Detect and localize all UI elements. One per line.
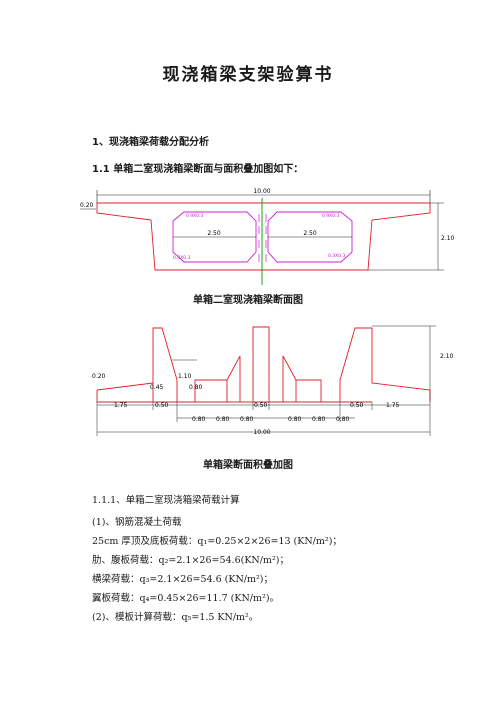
dim-lower: 0.80 xyxy=(312,416,326,423)
dim-flange-edge: 0.20 xyxy=(92,373,106,380)
dim-bottom: 0.50 xyxy=(254,402,268,409)
dim-height: 2.10 xyxy=(441,235,455,242)
dim-top-slab: 0.20 xyxy=(80,202,94,209)
chamfer-label: 0.3X0.3 xyxy=(328,253,346,259)
dim-lower: 0.80 xyxy=(192,416,206,423)
paragraph: 横梁荷载：q₃=2.1×26=54.6 (KN/m²)； xyxy=(92,574,273,585)
section-heading: 1、现浇箱梁荷载分配分析 xyxy=(92,137,209,148)
paragraph: 1.1.1、单箱二室现浇箱梁荷载计算 xyxy=(92,495,240,506)
dim-lower: 0.80 xyxy=(336,416,350,423)
paragraph: (2)、模板计算荷载：q₅=1.5 KN/m²。 xyxy=(92,612,259,623)
dim-bottom: 1.75 xyxy=(386,402,400,409)
paragraph: 翼板荷载：q₄=0.45×26=11.7 (KN/m²)。 xyxy=(92,593,280,604)
paragraph: 肋、腹板荷载：q₂=2.1×26=54.6(KN/m²)； xyxy=(92,555,289,566)
paragraph: (1)、钢筋混凝土荷载 xyxy=(92,517,182,528)
web-hatch xyxy=(258,214,267,262)
box-girder-outline xyxy=(96,202,431,271)
dim-lower: 0.80 xyxy=(288,416,302,423)
left-cell xyxy=(172,211,257,263)
dim-left-cell-width: 2.50 xyxy=(207,230,221,237)
figure-area-superposition: 2.10 1.10 0.20 0.45 0.80 1.75 0.50 0.50 … xyxy=(92,325,454,436)
dim-bottom: 0.50 xyxy=(155,402,169,409)
subsection-heading: 1.1 单箱二室现浇箱梁断面与面积叠加图如下： xyxy=(92,164,304,175)
superposition-outline xyxy=(96,326,431,403)
chamfer-label: 0.3X0.3 xyxy=(173,255,191,261)
chamfer-label: 0.9X0.3 xyxy=(322,213,340,219)
figure-caption: 单箱二室现浇箱梁断面图 xyxy=(193,295,303,306)
dim-lower: 0.80 xyxy=(240,416,254,423)
dim-right-cell-width: 2.50 xyxy=(303,230,317,237)
dim-total-width: 10.00 xyxy=(253,188,270,195)
document-title: 现浇箱梁支架验算书 xyxy=(162,65,334,85)
dim-height: 2.10 xyxy=(440,353,454,360)
dim-0-45: 0.45 xyxy=(150,384,164,391)
figure-caption: 单箱梁断面积叠加图 xyxy=(203,460,293,471)
dim-lower: 0.80 xyxy=(216,416,230,423)
dim-0-80: 0.80 xyxy=(189,384,203,391)
dim-bottom: 0.50 xyxy=(350,402,364,409)
dim-bottom: 1.75 xyxy=(114,402,128,409)
dim-1-10: 1.10 xyxy=(178,373,192,380)
figure-cross-section: 10.00 0.20 2.50 2.50 0.9X0.3 0.9X0.3 0.3… xyxy=(80,188,455,285)
chamfer-label: 0.9X0.3 xyxy=(186,213,204,219)
right-cell xyxy=(267,211,353,263)
paragraph: 25cm 厚顶及底板荷载：q₁=0.25×2×26=13 (KN/m²)； xyxy=(92,536,342,547)
dim-total: 10.00 xyxy=(253,429,270,436)
